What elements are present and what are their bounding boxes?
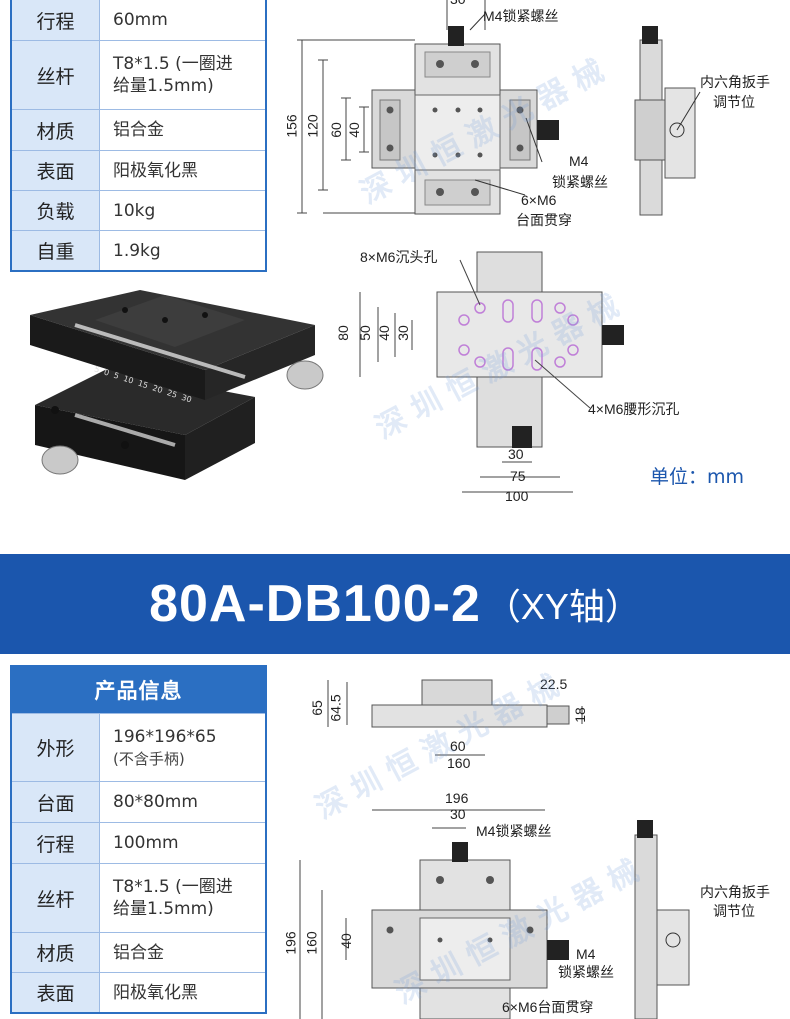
- annotation: 6×M6: [521, 192, 557, 208]
- dim-label: 30: [450, 806, 466, 822]
- spec-value: 1.9kg: [113, 240, 161, 261]
- dim-label: 30: [450, 0, 466, 7]
- dim-label: 196: [445, 790, 469, 806]
- annotation: 调节位: [713, 94, 755, 110]
- dim-label: 75: [510, 468, 526, 484]
- dim-label: 160: [303, 931, 320, 955]
- dim-label: 18: [571, 707, 588, 723]
- table-top-drawing: [359, 251, 624, 493]
- product-photo: [30, 290, 324, 480]
- spec-key: 表面: [12, 151, 100, 190]
- side-view-drawing: [327, 679, 583, 756]
- dim-label: 64.5: [327, 694, 344, 722]
- spec-key: 材质: [12, 110, 100, 150]
- spec-value-line2: 给量1.5mm): [113, 76, 214, 96]
- spec-key: 表面: [12, 973, 100, 1012]
- dim-label: 30: [394, 325, 411, 341]
- annotation: 内六角扳手: [700, 884, 770, 900]
- spec-value: 196*196*65: [113, 726, 217, 747]
- spec-key: 台面: [12, 782, 100, 822]
- dim-label: 196: [282, 931, 299, 955]
- spec-header: 产品信息: [12, 667, 265, 713]
- scale-tick: 0: [102, 367, 111, 378]
- spec-key: 丝杆: [12, 41, 100, 109]
- spec-row: 表面 阳极氧化黑: [12, 150, 265, 190]
- model-banner: 80A-DB100-2 （XY轴）: [0, 554, 790, 654]
- annotation: 6×M6台面贯穿: [502, 999, 594, 1015]
- bottom-technical-drawing: [299, 809, 690, 1019]
- model-axis: （XY轴）: [484, 586, 641, 627]
- spec-key: 材质: [12, 933, 100, 972]
- annotation: 8×M6沉头孔: [360, 249, 438, 265]
- scale-tick: 5: [112, 370, 121, 381]
- dim-label: 30: [508, 446, 524, 462]
- spec-row: 材质 铝合金: [12, 109, 265, 150]
- annotation: 锁紧螺丝: [552, 174, 608, 190]
- annotation: M4锁紧螺丝: [476, 823, 552, 839]
- spec-row: 材质 铝合金: [12, 932, 265, 972]
- top-technical-drawing: [297, 0, 701, 216]
- model-name: 80A-DB100-2: [149, 575, 481, 633]
- dim-label: 40: [337, 933, 354, 949]
- spec-value-line2: 给量1.5mm): [113, 899, 214, 919]
- spec-value: T8*1.5 (一圈进: [113, 877, 233, 897]
- annotation: M4锁紧螺丝: [483, 8, 559, 24]
- spec-key: 行程: [12, 0, 100, 40]
- spec-row: 自重 1.9kg: [12, 230, 265, 270]
- spec-row: 行程 100mm: [12, 822, 265, 863]
- spec-value: 100mm: [113, 833, 179, 853]
- spec-value: 60mm: [113, 10, 168, 30]
- annotation: 台面贯穿: [516, 212, 572, 228]
- spec-key: 行程: [12, 823, 100, 863]
- dim-label: 40: [345, 122, 362, 138]
- scale-tick: 5: [93, 364, 101, 375]
- spec-key: 外形: [12, 714, 100, 781]
- annotation: 调节位: [713, 903, 755, 919]
- spec-row: 丝杆 T8*1.5 (一圈进给量1.5mm): [12, 863, 265, 932]
- spec-key: 丝杆: [12, 864, 100, 932]
- spec-value: 80*80mm: [113, 792, 198, 812]
- dim-label: 50: [356, 325, 373, 341]
- dim-label: 22.5: [540, 676, 568, 692]
- dim-label: 60: [450, 738, 466, 754]
- dim-label: 100: [505, 488, 529, 504]
- dim-label: 156: [283, 114, 300, 138]
- annotation: 4×M6腰形沉孔: [588, 401, 680, 417]
- dim-label: 40: [375, 325, 392, 341]
- spec-row: 丝杆 T8*1.5 (一圈进给量1.5mm): [12, 40, 265, 109]
- annotation: 锁紧螺丝: [558, 964, 614, 980]
- dim-label: 120: [304, 114, 321, 138]
- spec-value-line2: (不含手柄): [113, 749, 185, 768]
- spec-value: 铝合金: [113, 942, 164, 963]
- dim-label: 65: [308, 700, 325, 716]
- spec-row: 台面 80*80mm: [12, 781, 265, 822]
- dim-label: 80: [334, 325, 351, 341]
- spec-value: 10kg: [113, 200, 156, 221]
- spec-row: 负载 10kg: [12, 190, 265, 230]
- annotation: M4: [569, 153, 589, 169]
- annotation: 内六角扳手: [700, 74, 770, 90]
- spec-value: 阳极氧化黑: [113, 982, 198, 1003]
- spec-row: 行程 60mm: [12, 0, 265, 40]
- annotation: M4: [576, 946, 596, 962]
- dim-label: 60: [327, 122, 344, 138]
- spec-table-top: 行程 60mm 丝杆 T8*1.5 (一圈进给量1.5mm) 材质 铝合金 表面…: [10, 0, 267, 272]
- spec-key: 负载: [12, 191, 100, 230]
- unit-label: 单位：mm: [650, 466, 745, 488]
- spec-row: 表面 阳极氧化黑: [12, 972, 265, 1012]
- spec-key: 自重: [12, 231, 100, 270]
- spec-value: T8*1.5 (一圈进: [113, 54, 233, 74]
- spec-row: 外形 196*196*65 (不含手柄): [12, 713, 265, 781]
- spec-value: 阳极氧化黑: [113, 160, 198, 181]
- dim-label: 160: [447, 755, 471, 771]
- spec-table-bottom: 产品信息 外形 196*196*65 (不含手柄) 台面 80*80mm 行程 1…: [10, 665, 267, 1014]
- spec-value: 铝合金: [113, 120, 164, 140]
